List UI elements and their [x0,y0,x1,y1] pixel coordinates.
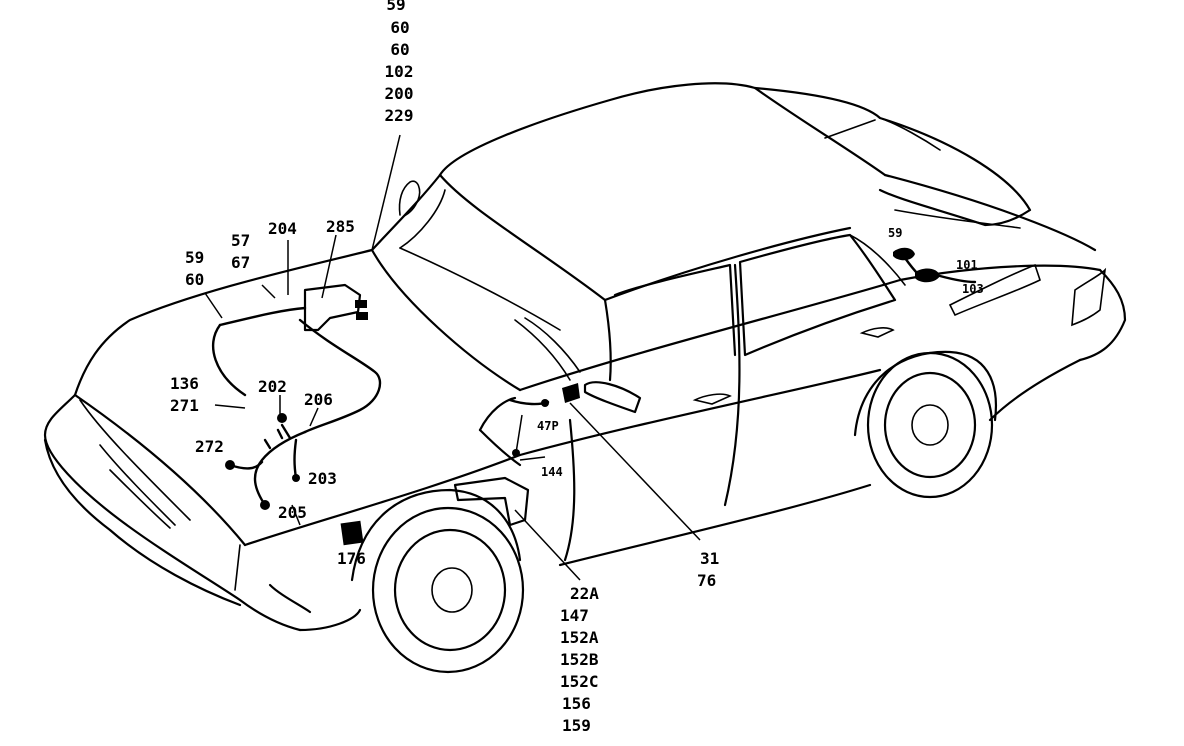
label-76: 76 [697,571,716,590]
label-206: 206 [304,390,333,409]
callout-rear: 59 101 103 [888,226,984,296]
label-272: 272 [195,437,224,456]
label-205: 205 [278,503,307,522]
label-60: 60 [185,270,204,289]
callout-front-left: 59 60 57 67 204 285 136 271 202 206 272 … [170,217,366,568]
label-204: 204 [268,219,297,238]
label-22a: 22A [570,584,599,603]
label-202: 202 [258,377,287,396]
label-159: 159 [562,716,591,735]
label-200: 200 [385,84,414,103]
label-152c: 152C [560,672,599,691]
label-156: 156 [562,694,591,713]
label-60: 60 [390,18,409,37]
label-229: 229 [385,106,414,125]
label-271: 271 [170,396,199,415]
label-101: 101 [956,258,978,272]
label-57: 57 [231,231,250,250]
label-31: 31 [700,549,719,568]
label-47p: 47P [537,419,559,433]
label-147: 147 [560,606,589,625]
label-67: 67 [231,253,250,272]
wiring-harness [211,247,977,546]
label-136: 136 [170,374,199,393]
label-102: 102 [385,62,414,81]
callout-center: 47P 144 31 76 [537,419,719,590]
callout-top-stack: 59 60 60 102 200 229 [385,0,414,125]
label-152a: 152A [560,628,599,647]
label-176: 176 [337,549,366,568]
car-body-outline [43,82,1127,674]
label-103: 103 [962,282,984,296]
label-59-rear: 59 [888,226,902,240]
callout-bottom-stack: 22A 147 152A 152B 152C 156 159 [560,584,599,735]
label-59: 59 [386,0,405,14]
label-203: 203 [308,469,337,488]
label-285: 285 [326,217,355,236]
label-60: 60 [390,40,409,59]
label-152b: 152B [560,650,599,669]
label-144: 144 [541,465,563,479]
leader-lines [204,134,701,581]
label-59: 59 [185,248,204,267]
